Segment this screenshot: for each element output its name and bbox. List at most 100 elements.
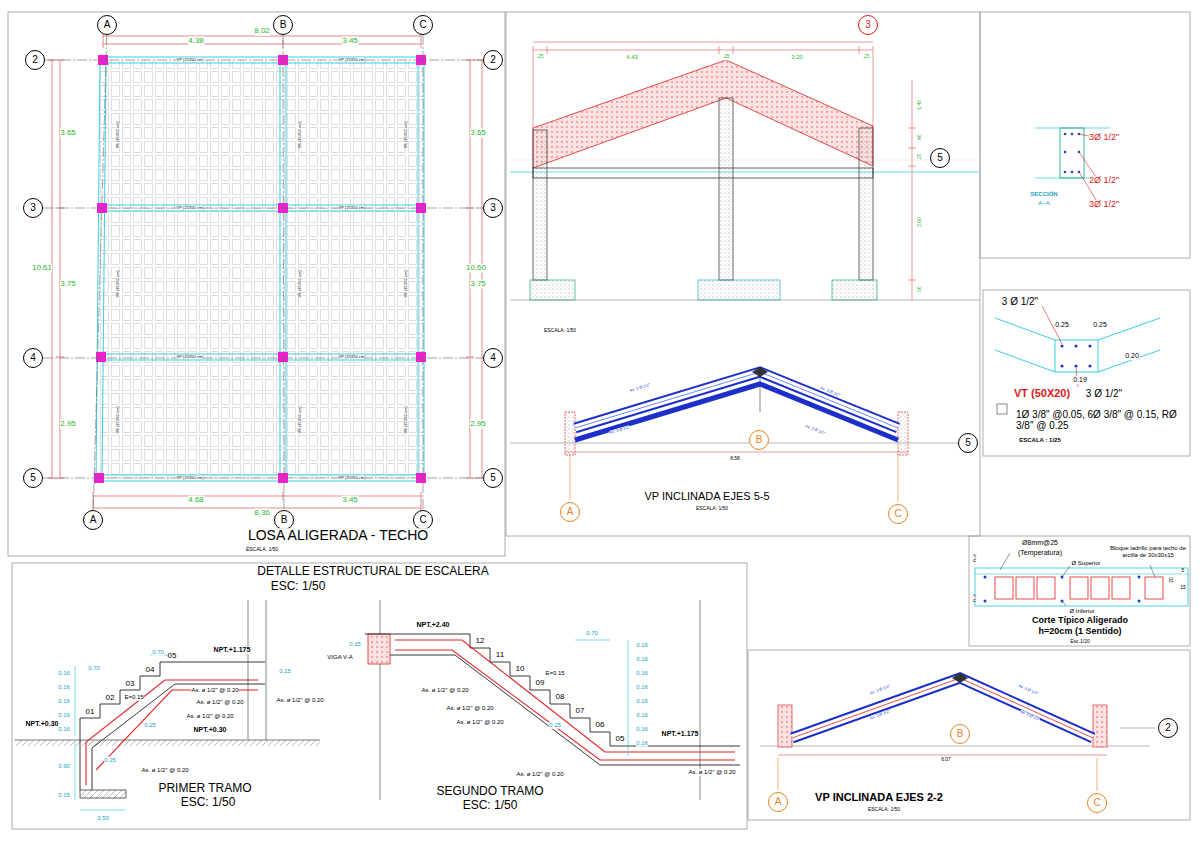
- drawing-label: As. ø 1/2" @ 0.20: [141, 767, 188, 774]
- drawing-line: [248, 600, 249, 740]
- drawing-circle: [1064, 133, 1067, 136]
- drawing-label: ESCALA: 1/50: [868, 807, 900, 813]
- drawing-rect: [506, 12, 980, 536]
- drawing-label: As: 3 Ø 1/2": [869, 709, 891, 720]
- drawing-label: 2.95: [60, 420, 76, 429]
- axis-bubble: B: [274, 510, 294, 530]
- drawing-line: [1150, 565, 1155, 577]
- drawing-line: [60, 60, 61, 478]
- axis-line: [43, 478, 483, 479]
- drawing-label: h=20cm (1 Sentido): [1039, 627, 1122, 637]
- drawing-line: [100, 360, 423, 361]
- drawing-label: 0.25: [104, 757, 116, 764]
- axis-bubble: C: [413, 510, 433, 530]
- axis-name: C: [1093, 798, 1100, 808]
- drawing-polyline: [995, 318, 1160, 340]
- axis-name: A: [104, 20, 111, 30]
- drawing-label: SEGUNDO TRAMO: [436, 785, 543, 798]
- drawing-line: [975, 574, 1188, 575]
- drawing-rect: [975, 568, 1188, 606]
- drawing-label: As: 3 Ø 1/2": [1017, 684, 1038, 697]
- drawing-label: Ø Superior: [1071, 560, 1100, 567]
- drawing-label: R=2: [973, 554, 977, 561]
- axis-bubble: 5: [23, 468, 43, 488]
- drawing-rect: [719, 98, 733, 280]
- drawing-label: 2Ø 1/2": [1089, 176, 1119, 186]
- drawing-line: [103, 40, 104, 48]
- drawing-label: .50: [917, 287, 923, 294]
- drawing-g: [1064, 133, 1081, 174]
- axis-name: 4: [30, 353, 36, 363]
- drawing-line: [1097, 758, 1098, 791]
- drawing-polyline: [792, 678, 1093, 738]
- drawing-label: 0.16: [636, 642, 648, 649]
- drawing-line: [93, 496, 421, 497]
- drawing-label: VP (25X50 cm): [338, 58, 365, 62]
- axis-name: 5: [965, 438, 971, 448]
- drawing-label: 3Ø 1/2": [1089, 133, 1119, 143]
- drawing-circle: [984, 576, 987, 579]
- drawing-label: .25: [863, 54, 870, 60]
- drawing-label: 0.16: [58, 670, 70, 677]
- drawing-label: 0.70: [88, 665, 100, 672]
- axis-bubble: B: [950, 724, 970, 744]
- axis-name: 5: [490, 473, 496, 483]
- axis-name: 5: [30, 473, 36, 483]
- drawing-label: As. ø 1/2" @ 0.20: [186, 713, 233, 720]
- drawing-rect: [80, 790, 126, 798]
- drawing-rect: [748, 650, 1190, 820]
- drawing-label: 0.20: [1125, 352, 1139, 360]
- drawing-label: 3.65: [470, 129, 486, 138]
- drawing-label: 0.16: [636, 740, 648, 747]
- drawing-label: 3.45: [342, 496, 358, 505]
- drawing-label: 0.15: [58, 792, 70, 799]
- axis-line: [43, 358, 483, 359]
- drawing-line: [1120, 728, 1155, 729]
- drawing-line: [466, 357, 474, 358]
- drawing-line: [719, 46, 720, 54]
- drawing-g: [575, 640, 628, 756]
- vt-detail: [995, 306, 1160, 414]
- drawing-label: VS (25X50 cm): [116, 270, 120, 297]
- drawing-label: Ø Inferior: [1069, 608, 1094, 615]
- drawing-line: [100, 63, 423, 64]
- drawing-label: As: 3 Ø 1/2": [629, 383, 651, 393]
- drawing-label: 0.16: [636, 712, 648, 719]
- drawing-label: Ø8mm@25: [1022, 539, 1058, 547]
- drawing-label: 05: [168, 652, 177, 661]
- drawing-label: As: 3 Ø 1/2": [819, 386, 841, 398]
- drawing-label: ESCALA : 1/25: [1019, 437, 1060, 444]
- drawing-label: As. ø 1/2" @ 0.20: [516, 771, 563, 778]
- axis-name: A: [90, 515, 97, 525]
- drawing-label: 1.45: [917, 100, 923, 110]
- drawing-polyline: [792, 678, 1093, 738]
- drawing-g: [1060, 344, 1091, 367]
- axis-bubble: 2: [25, 50, 45, 70]
- drawing-rect: [995, 577, 1013, 599]
- drawing-label: VP INCLINADA EJES 5-5: [644, 490, 769, 502]
- drawing-rect: [1060, 128, 1084, 178]
- drawing-line: [533, 42, 873, 43]
- drawing-rect: [969, 536, 1190, 646]
- drawing-line: [778, 758, 779, 790]
- drawing-label: 10.60: [466, 264, 486, 273]
- drawing-line: [100, 211, 423, 212]
- drawing-line: [873, 46, 874, 128]
- drawing-polyline: [995, 350, 1160, 372]
- drawing-label: .40: [917, 135, 923, 142]
- drawing-label: 4.43: [626, 54, 638, 61]
- drawing-rect: [980, 12, 1190, 258]
- slab-section: [975, 553, 1188, 606]
- drawing-label: As. ø 1/2" @ 0.20: [446, 705, 493, 712]
- drawing-polyline: [575, 384, 898, 440]
- drawing-label: A–A: [1038, 200, 1049, 207]
- drawing-label: 10: [516, 665, 525, 674]
- drawing-circle: [1138, 600, 1141, 603]
- drawing-label: 0.16: [636, 670, 648, 677]
- drawing-rect: [530, 280, 575, 300]
- axis-name: 3: [865, 20, 871, 30]
- drawing-label: VP (25X50 cm): [338, 206, 365, 210]
- drawing-rect: [368, 634, 390, 664]
- drawing-label: VS (25X50 cm): [404, 121, 408, 148]
